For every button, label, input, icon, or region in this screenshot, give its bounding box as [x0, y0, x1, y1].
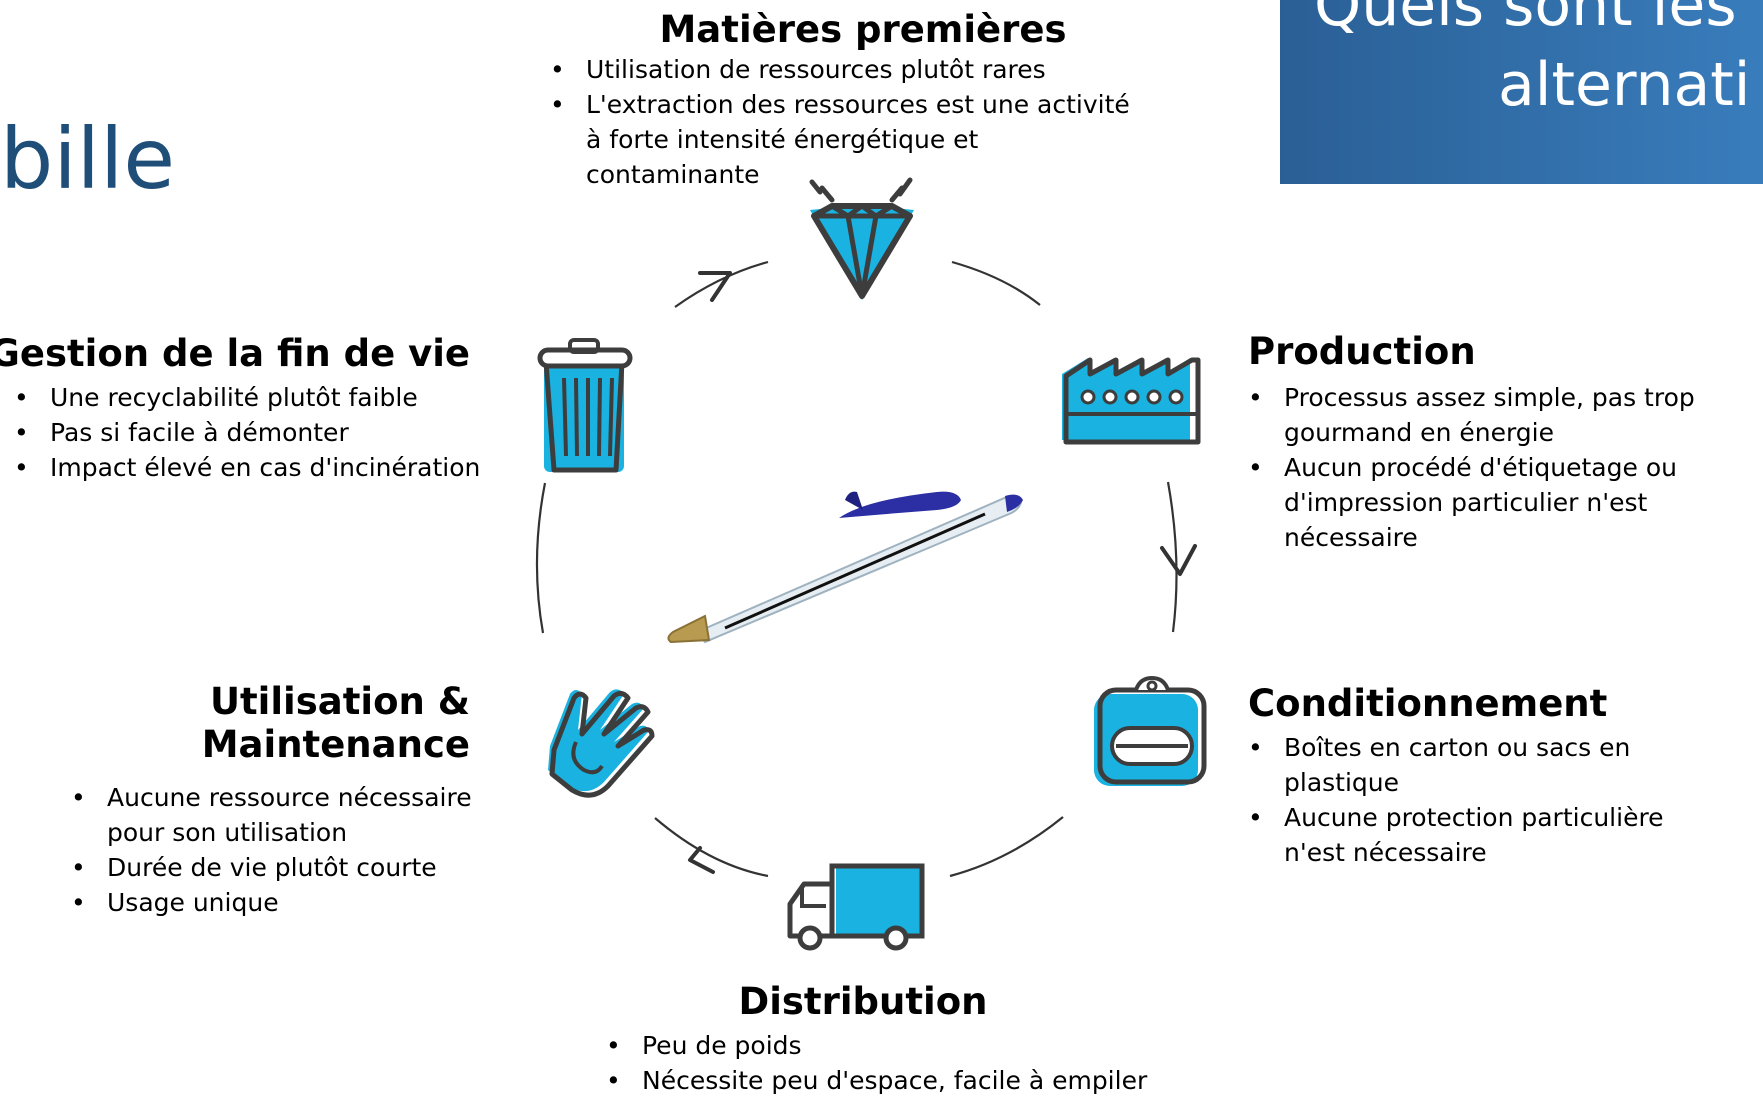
arrow-right — [1160, 544, 1197, 576]
production-list: Processus assez simple, pas trop gourman… — [1248, 380, 1763, 555]
list-item: Aucun procédé d'étiquetage ou d'impressi… — [1248, 450, 1763, 555]
list-item: Aucune ressource nécessaire pour son uti… — [71, 780, 481, 850]
cycle-arcs — [535, 260, 1178, 878]
list-item: Boîtes en carton ou sacs en plastique — [1248, 730, 1688, 800]
production-heading: Production — [1248, 330, 1476, 373]
list-item: Une recyclabilité plutôt faible — [14, 380, 484, 415]
end-of-life-heading: Gestion de la fin de vie — [0, 332, 470, 375]
trash-icon — [537, 338, 633, 473]
use-heading-line-2: Maintenance — [201, 723, 470, 766]
list-item: Durée de vie plutôt courte — [71, 850, 481, 885]
arrow-bottom-left — [688, 846, 715, 874]
list-item: Usage unique — [71, 885, 481, 920]
pen-image — [667, 491, 1023, 644]
distribution-heading: Distribution — [738, 980, 988, 1023]
end-of-life-list: Une recyclabilité plutôt faible Pas si f… — [14, 380, 484, 485]
list-item: Utilisation de ressources plutôt rares — [550, 52, 1130, 87]
banner-line-2: alternati — [1498, 50, 1751, 120]
use-list: Aucune ressource nécessaire pour son uti… — [71, 780, 481, 920]
list-item: Processus assez simple, pas trop gourman… — [1248, 380, 1763, 450]
list-item: Nécessite peu d'espace, facile à empiler — [606, 1063, 1206, 1098]
raw-materials-list: Utilisation de ressources plutôt rares L… — [550, 52, 1130, 192]
diamond-icon — [809, 177, 914, 300]
package-icon — [1094, 675, 1207, 786]
hand-icon — [548, 689, 655, 798]
list-item: Pas si facile à démonter — [14, 415, 484, 450]
truck-icon — [787, 863, 925, 951]
packaging-list: Boîtes en carton ou sacs en plastique Au… — [1248, 730, 1688, 870]
distribution-list: Peu de poids Nécessite peu d'espace, fac… — [606, 1028, 1206, 1098]
banner-line-1: Quels sont les — [1314, 0, 1737, 40]
list-item: Aucune protection particulière n'est néc… — [1248, 800, 1688, 870]
use-heading-line-1: Utilisation & — [209, 680, 470, 723]
raw-materials-heading: Matières premières — [659, 8, 1067, 51]
list-item: Peu de poids — [606, 1028, 1206, 1063]
slide-title-partial: bille — [0, 110, 176, 208]
list-item: Impact élevé en cas d'incinération — [14, 450, 484, 485]
packaging-heading: Conditionnement — [1248, 682, 1608, 725]
title-banner: Quels sont les alternati — [1280, 0, 1763, 184]
use-heading: Utilisation & Maintenance — [202, 680, 470, 766]
list-item: L'extraction des ressources est une acti… — [550, 87, 1130, 192]
arrow-top-left — [698, 271, 732, 302]
factory-icon — [1062, 357, 1201, 445]
